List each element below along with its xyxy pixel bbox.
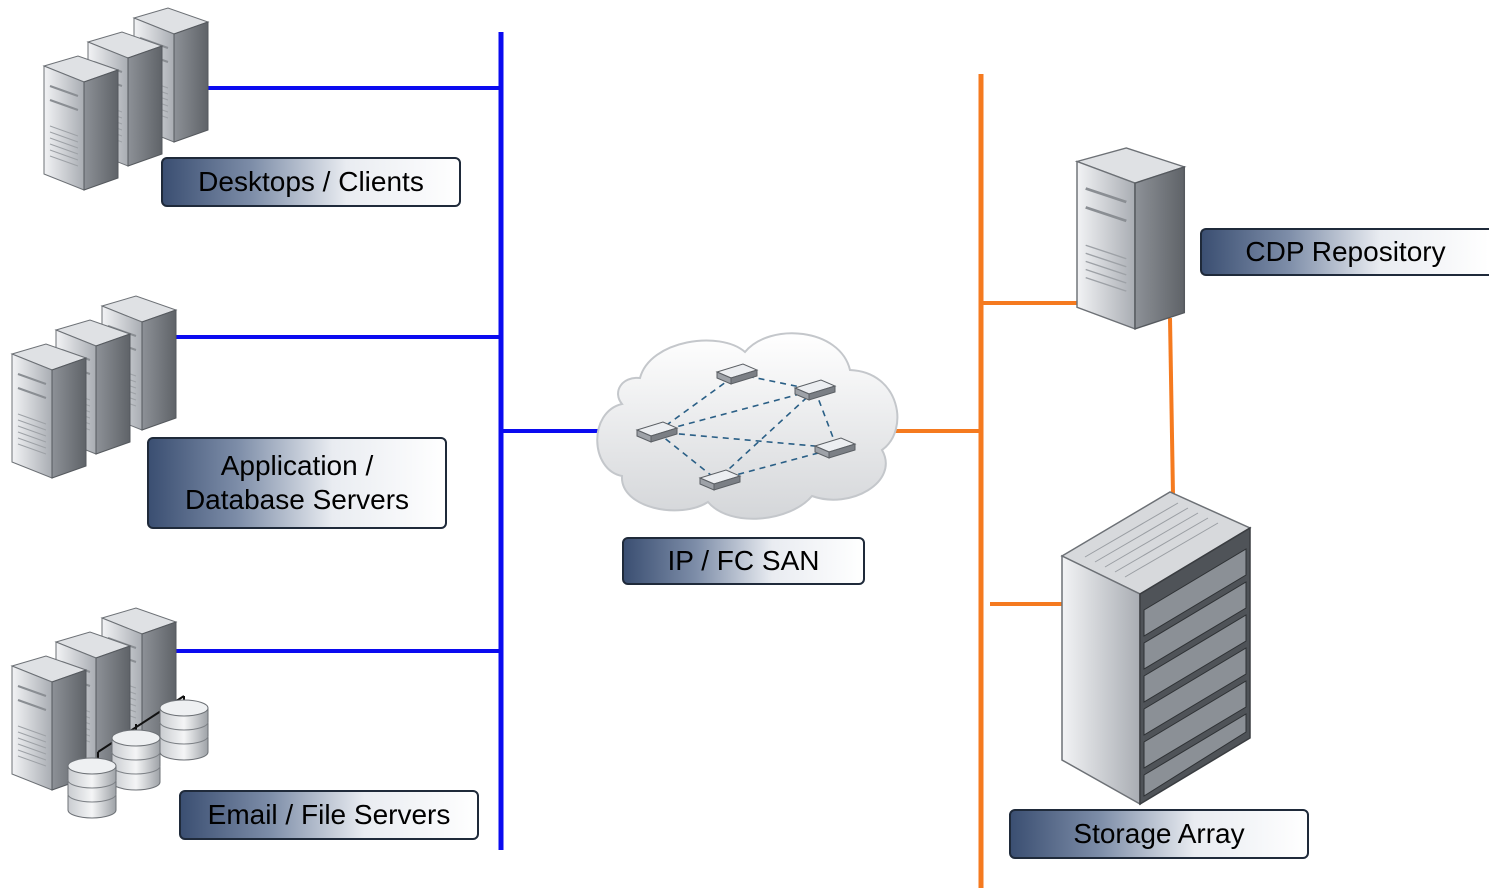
app-servers-label: Application / Database Servers	[147, 437, 447, 529]
san-label-text: IP / FC SAN	[667, 545, 820, 576]
storage-array-label: Storage Array	[1009, 809, 1309, 859]
cdp-to-array-link	[1168, 317, 1175, 496]
san-cloud-network-icon	[596, 332, 899, 520]
email-servers-label: Email / File Servers	[179, 790, 479, 840]
disk-stack-icon	[67, 695, 209, 819]
app-label-line-2: Database Servers	[184, 484, 410, 515]
email-label-text: Email / File Servers	[207, 799, 451, 830]
storage-label-text: Storage Array	[1073, 818, 1245, 849]
cdp-repository-server-icon	[1074, 147, 1187, 330]
cdp-repository-label: CDP Repository	[1200, 228, 1489, 276]
cdp-label-text: CDP Repository	[1245, 236, 1446, 267]
san-label: IP / FC SAN	[622, 537, 865, 585]
desktops-label-text: Desktops / Clients	[198, 166, 424, 197]
app-label-line-1: Application /	[220, 450, 374, 481]
storage-array-icon	[1060, 491, 1252, 806]
desktops-label: Desktops / Clients	[161, 157, 461, 207]
